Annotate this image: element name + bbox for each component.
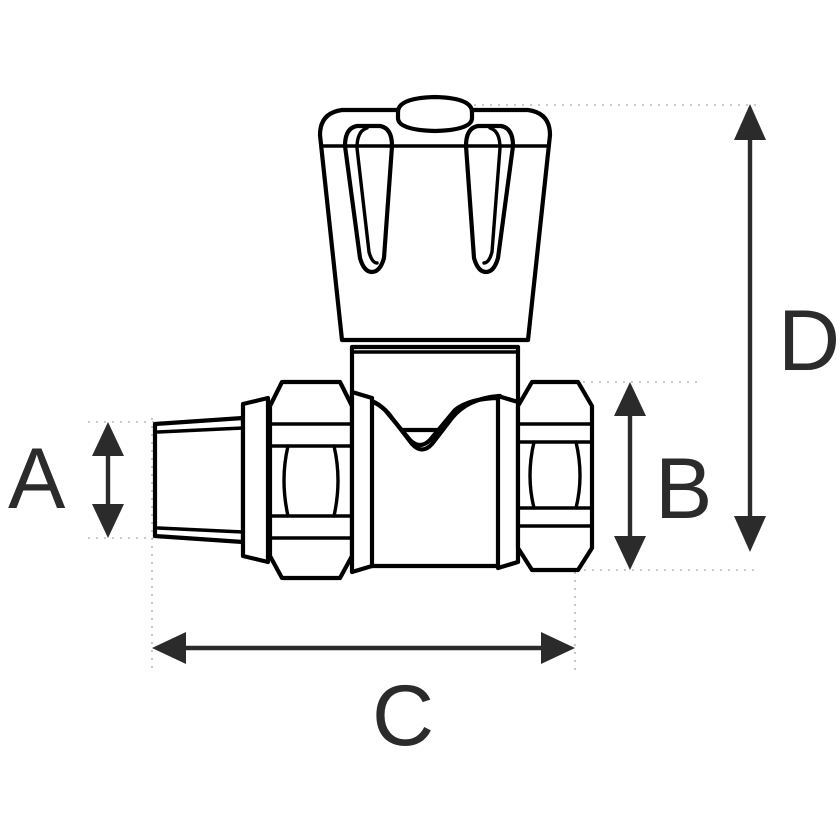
knob-center-cap bbox=[395, 94, 475, 134]
left-thread-top-line bbox=[156, 426, 245, 434]
dimension-c-label: C bbox=[372, 668, 434, 764]
dimension-b-label: B bbox=[655, 441, 712, 537]
dimension-d: D bbox=[734, 104, 840, 552]
left-hex-nut bbox=[267, 379, 355, 581]
left-collar-outer-ring bbox=[349, 389, 375, 575]
dimension-d-label: D bbox=[778, 293, 840, 389]
dimension-b-arrowhead-top bbox=[614, 382, 646, 416]
left-hex-nut-outline bbox=[267, 379, 355, 581]
right-collar bbox=[495, 393, 521, 571]
right-hex-corner-left bbox=[528, 440, 536, 510]
dimension-c: C bbox=[152, 632, 575, 764]
dimension-d-arrowhead-bottom bbox=[734, 516, 766, 552]
dimension-c-arrowhead-right bbox=[541, 632, 575, 664]
right-hex-corner-right bbox=[574, 440, 582, 510]
right-hex-nut bbox=[515, 379, 595, 573]
left-thread-body bbox=[152, 415, 246, 545]
handwheel-knob bbox=[317, 94, 553, 343]
body-saddle-curve bbox=[349, 393, 503, 452]
left-collar-outer bbox=[349, 389, 375, 575]
valve-assembly bbox=[152, 94, 595, 581]
knob-outer-shell bbox=[317, 107, 553, 343]
knob-slot-right-inner bbox=[482, 126, 502, 265]
left-collar bbox=[240, 395, 271, 565]
dimension-a-arrowhead-bottom bbox=[92, 504, 124, 538]
dimension-a-label: A bbox=[8, 431, 66, 527]
left-thread-bottom-line bbox=[156, 526, 245, 534]
knob-slot-left bbox=[342, 123, 395, 275]
dimension-b: B bbox=[614, 382, 712, 570]
left-hex-corner-left bbox=[282, 444, 290, 518]
right-collar-ring bbox=[495, 393, 521, 571]
dimension-a-arrowhead-top bbox=[92, 422, 124, 456]
dimension-a: A bbox=[8, 422, 124, 538]
dimension-b-arrowhead-bottom bbox=[614, 536, 646, 570]
knob-slot-left-inner bbox=[355, 126, 379, 265]
valve-body bbox=[349, 393, 503, 569]
right-hex-nut-outline bbox=[515, 379, 595, 573]
dimension-c-arrowhead-left bbox=[152, 632, 186, 664]
left-hex-corner-right bbox=[332, 444, 340, 518]
knob-slot-right bbox=[463, 123, 516, 275]
dimension-d-arrowhead-top bbox=[734, 104, 766, 140]
left-collar-ring bbox=[240, 395, 271, 565]
left-male-thread bbox=[152, 415, 246, 545]
